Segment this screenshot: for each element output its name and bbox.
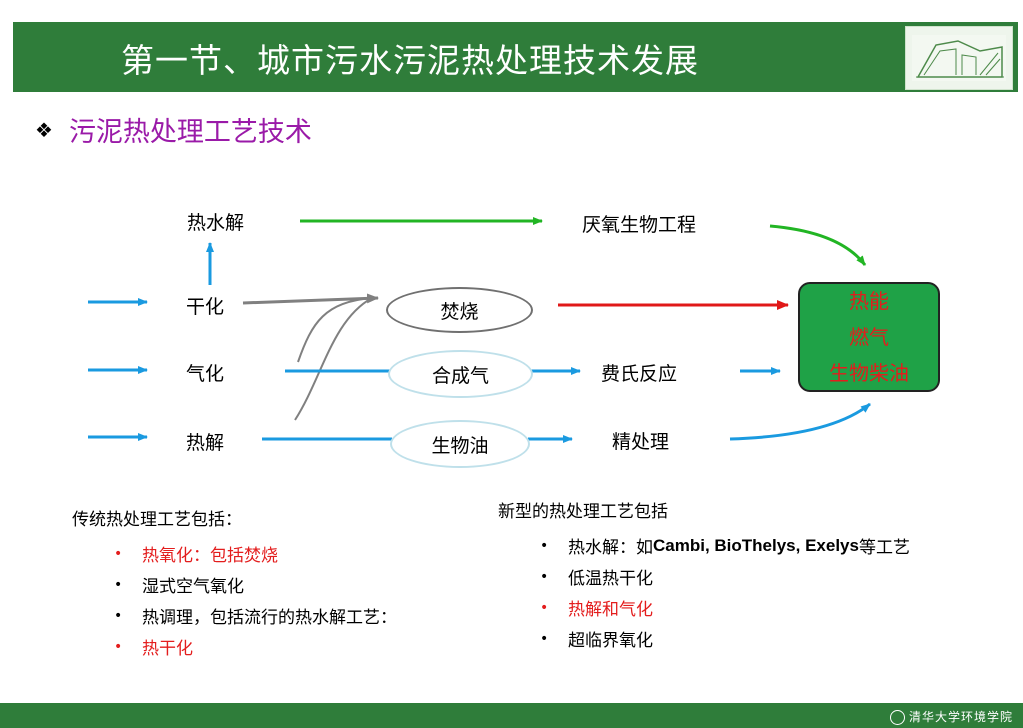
diamond-bullet-icon: ❖ [35, 117, 53, 142]
arrow-drying-to-incineration [242, 293, 379, 305]
node-refining: 精处理 [612, 431, 670, 453]
list-item: • 低温热干化 [540, 568, 653, 590]
node-incineration-label: 焚烧 [440, 300, 479, 323]
bullet-dot-icon: • [540, 568, 549, 585]
node-incineration: 焚烧 [386, 287, 533, 333]
bullet-dot-icon: • [540, 599, 549, 616]
building-thumbnail-image [905, 26, 1013, 90]
university-seal-icon [889, 710, 905, 725]
footer-bar: 清华大学环境学院 [0, 703, 1023, 728]
footer-logo: 清华大学环境学院 [889, 708, 1013, 725]
footer-logo-text: 清华大学环境学院 [908, 710, 1013, 724]
node-syngas-label: 合成气 [431, 364, 489, 387]
bullet-dot-icon: • [114, 607, 123, 624]
node-bio-oil: 生物油 [390, 420, 530, 468]
node-syngas: 合成气 [388, 350, 533, 398]
bullet-dot-icon: • [114, 638, 123, 655]
section-title: 污泥热处理工艺技术 [68, 117, 312, 148]
list-item: • 湿式空气氧化 [114, 576, 244, 598]
list-item: • 超临界氧化 [540, 630, 653, 652]
arrow-pyrolysis-to-incineration [294, 297, 373, 421]
node-hydrolysis: 热水解 [187, 212, 245, 234]
novel-heading: 新型的热处理工艺包括 [498, 502, 668, 522]
output-heat: 热能 [849, 289, 889, 313]
bullet-dot-icon: • [114, 576, 123, 593]
output-biodiesel: 生物柴油 [829, 361, 909, 385]
node-gasification: 气化 [186, 363, 225, 385]
arrow-refining-to-output [729, 402, 871, 441]
list-item: • 热解和气化 [540, 599, 653, 621]
node-anaerobic: 厌氧生物工程 [582, 214, 697, 236]
list-item: • 热氧化：包括焚烧 [114, 545, 278, 567]
output-gas: 燃气 [849, 325, 889, 349]
bullet-dot-icon: • [114, 545, 123, 562]
list-item: • 热调理，包括流行的热水解工艺： [114, 607, 397, 629]
bullet-dot-icon: • [540, 630, 549, 647]
arrow-gasification-to-incineration [297, 297, 373, 363]
list-item: • 热干化 [114, 638, 193, 660]
node-fischer: 费氏反应 [601, 363, 678, 385]
output-products-box: 热能 燃气 生物柴油 [798, 282, 940, 392]
node-pyrolysis: 热解 [186, 432, 225, 454]
bullet-dot-icon: • [540, 537, 549, 554]
node-drying: 干化 [186, 296, 225, 318]
page-title: 第一节、城市污水污泥热处理技术发展 [121, 41, 699, 80]
section-heading: ❖ 污泥热处理工艺技术 [35, 110, 312, 149]
traditional-process-list: 传统热处理工艺包括： • 热氧化：包括焚烧 • 湿式空气氧化 • 热调理，包括流… [72, 505, 397, 662]
title-bar: 第一节、城市污水污泥热处理技术发展 [13, 22, 1018, 92]
traditional-heading: 传统热处理工艺包括： [72, 510, 242, 530]
arrow-anaerobic-to-output [769, 224, 867, 266]
node-bio-oil-label: 生物油 [431, 434, 489, 457]
